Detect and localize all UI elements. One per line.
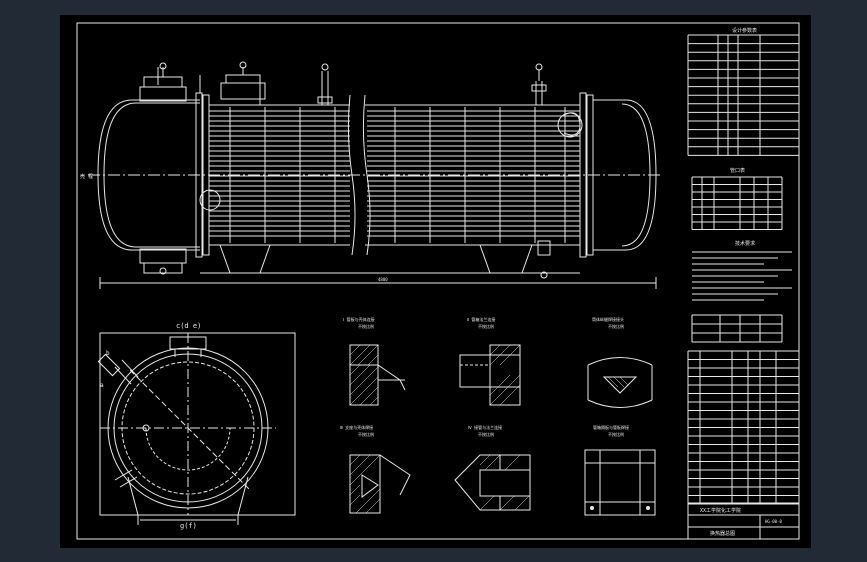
detail-2-title: Ⅱ 管箱法兰连接 [467,316,495,322]
tube-bundle-right [367,110,580,237]
detail-5-subtitle: 不按比例 [478,431,494,437]
right-tables: 设计参数表 管口表 技术要求 XX工学院化工学院 HG-00-0 换 [687,27,800,540]
nozzle-table-title: 管口表 [730,167,745,174]
detail-4-title: Ⅲ 支座与壳体焊接 [340,424,373,430]
tech-requirements [692,251,792,301]
detail-1-subtitle: 不按比例 [358,323,374,329]
dim-total: 4800 [378,277,388,282]
drawing-sheet: 4800 壳 程 [60,15,811,548]
left-head [97,99,133,251]
section-label-a: a [100,382,104,389]
sheet-border [76,22,800,540]
saddle-left [219,244,271,274]
parts-list [687,350,800,505]
tech-req-title: 技术要求 [735,240,755,247]
detail-views: Ⅰ 管板与壳体连接 不按比例 Ⅱ 管箱法兰连接 不按比例 [340,316,656,516]
tube-bundle-left [209,110,350,237]
title-name: 换热器总图 [710,530,735,537]
heat-exchanger-elevation: 4800 壳 程 [80,61,660,289]
detail-5-title: Ⅳ 接管与法兰连接 [468,424,502,430]
nozzle-table [691,176,783,230]
title-school: XX工学院化工学院 [700,507,741,514]
drawing-index [691,314,783,343]
detail-6-title: 管箱隔板与管板焊接 [593,424,629,430]
drawing-canvas: 4800 壳 程 [76,22,800,540]
right-head [625,99,657,251]
section-label-top: c(d e) [176,322,201,330]
detail-2-subtitle: 不按比例 [478,323,494,329]
section-label-bottom: g(f) [180,522,197,530]
detail-6-subtitle: 不按比例 [608,431,624,437]
section-label-b: b [106,350,110,357]
detail-3-subtitle: 不按比例 [608,323,624,329]
specs-table-title: 设计参数表 [732,27,757,34]
detail-1-title: Ⅰ 管板与壳体连接 [343,316,375,322]
specs-table [687,34,800,156]
title-drawing-no: HG-00-0 [765,519,782,524]
cross-section-view: c(d e) g(f) b a [97,322,296,530]
saddle-right [479,244,533,274]
detail-4-subtitle: 不按比例 [358,431,374,437]
title-block [687,502,800,540]
detail-3-title: 筒体纵缝焊接接头 [592,316,624,322]
shell-side-label: 壳 程 [80,173,93,180]
baffles [229,107,566,243]
